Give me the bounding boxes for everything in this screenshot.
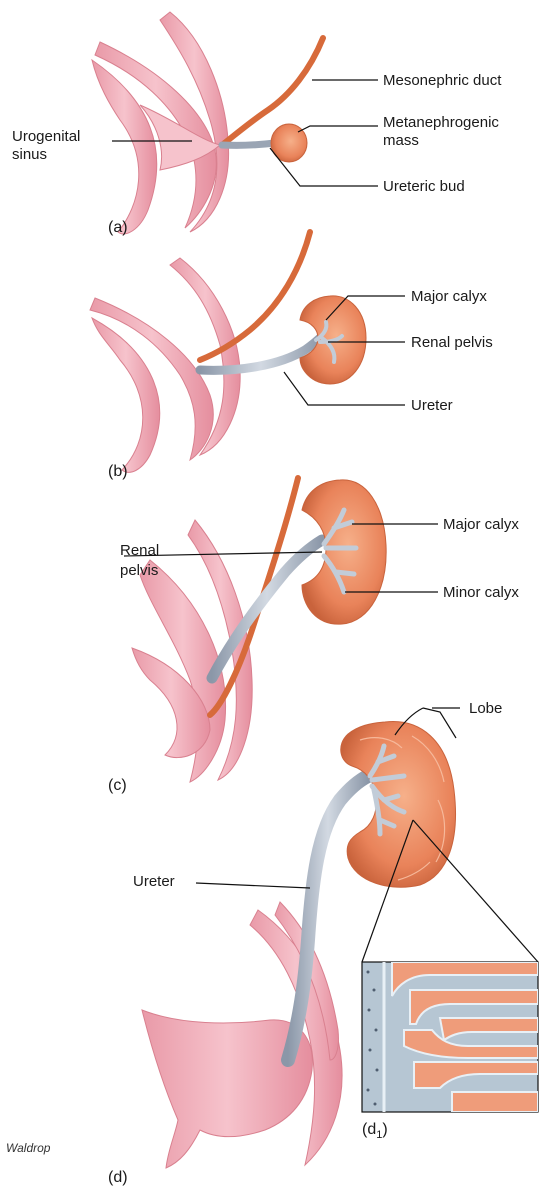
label-renal-pelvis-c-line2: pelvis xyxy=(120,562,158,579)
label-major-calyx-b: Major calyx xyxy=(411,288,487,305)
label-urogenital-sinus-line1: Urogenital xyxy=(12,128,80,145)
label-renal-pelvis-c-line1: Renal xyxy=(120,542,159,559)
leader-ureter-d xyxy=(196,883,310,888)
urogenital-sinus-b xyxy=(90,258,240,472)
label-minor-calyx-c: Minor calyx xyxy=(443,584,519,601)
label-ureter-b: Ureter xyxy=(411,397,453,414)
ureteric-bud-a xyxy=(222,143,275,145)
label-renal-pelvis-b: Renal pelvis xyxy=(411,334,493,351)
leader-metanephrogenic-mass xyxy=(298,126,378,132)
label-ureteric-bud: Ureteric bud xyxy=(383,178,465,195)
panel-b: Major calyx Renal pelvis Ureter (b) xyxy=(90,232,493,480)
inset-connector-right xyxy=(413,820,538,962)
credit-waldrop: Waldrop xyxy=(6,1141,51,1155)
panel-c: Renal pelvis Major calyx Minor calyx (c) xyxy=(108,478,519,794)
label-metanephrogenic-line1: Metanephrogenic xyxy=(383,114,499,131)
label-metanephrogenic-line2: mass xyxy=(383,132,419,149)
urogenital-sinus-c xyxy=(132,520,252,782)
inset-tag-d1: (d1) xyxy=(362,1121,388,1141)
panel-a: Mesonephric duct Urogenital sinus Metane… xyxy=(12,12,502,236)
label-major-calyx-c: Major calyx xyxy=(443,516,519,533)
mesonephric-duct-b xyxy=(200,232,310,360)
panel-d: Lobe Ureter (d1) (d) xyxy=(108,700,538,1186)
panel-tag-b: (b) xyxy=(108,463,128,480)
urogenital-sinus-a xyxy=(92,12,229,234)
label-lobe: Lobe xyxy=(469,700,502,717)
label-ureter-d: Ureter xyxy=(133,873,175,890)
label-urogenital-sinus-line2: sinus xyxy=(12,146,47,163)
label-mesonephric-duct: Mesonephric duct xyxy=(383,72,502,89)
panel-tag-a: (a) xyxy=(108,219,128,236)
panel-tag-d: (d) xyxy=(108,1169,128,1186)
panel-tag-c: (c) xyxy=(108,777,127,794)
mesonephric-duct-a xyxy=(222,38,323,145)
